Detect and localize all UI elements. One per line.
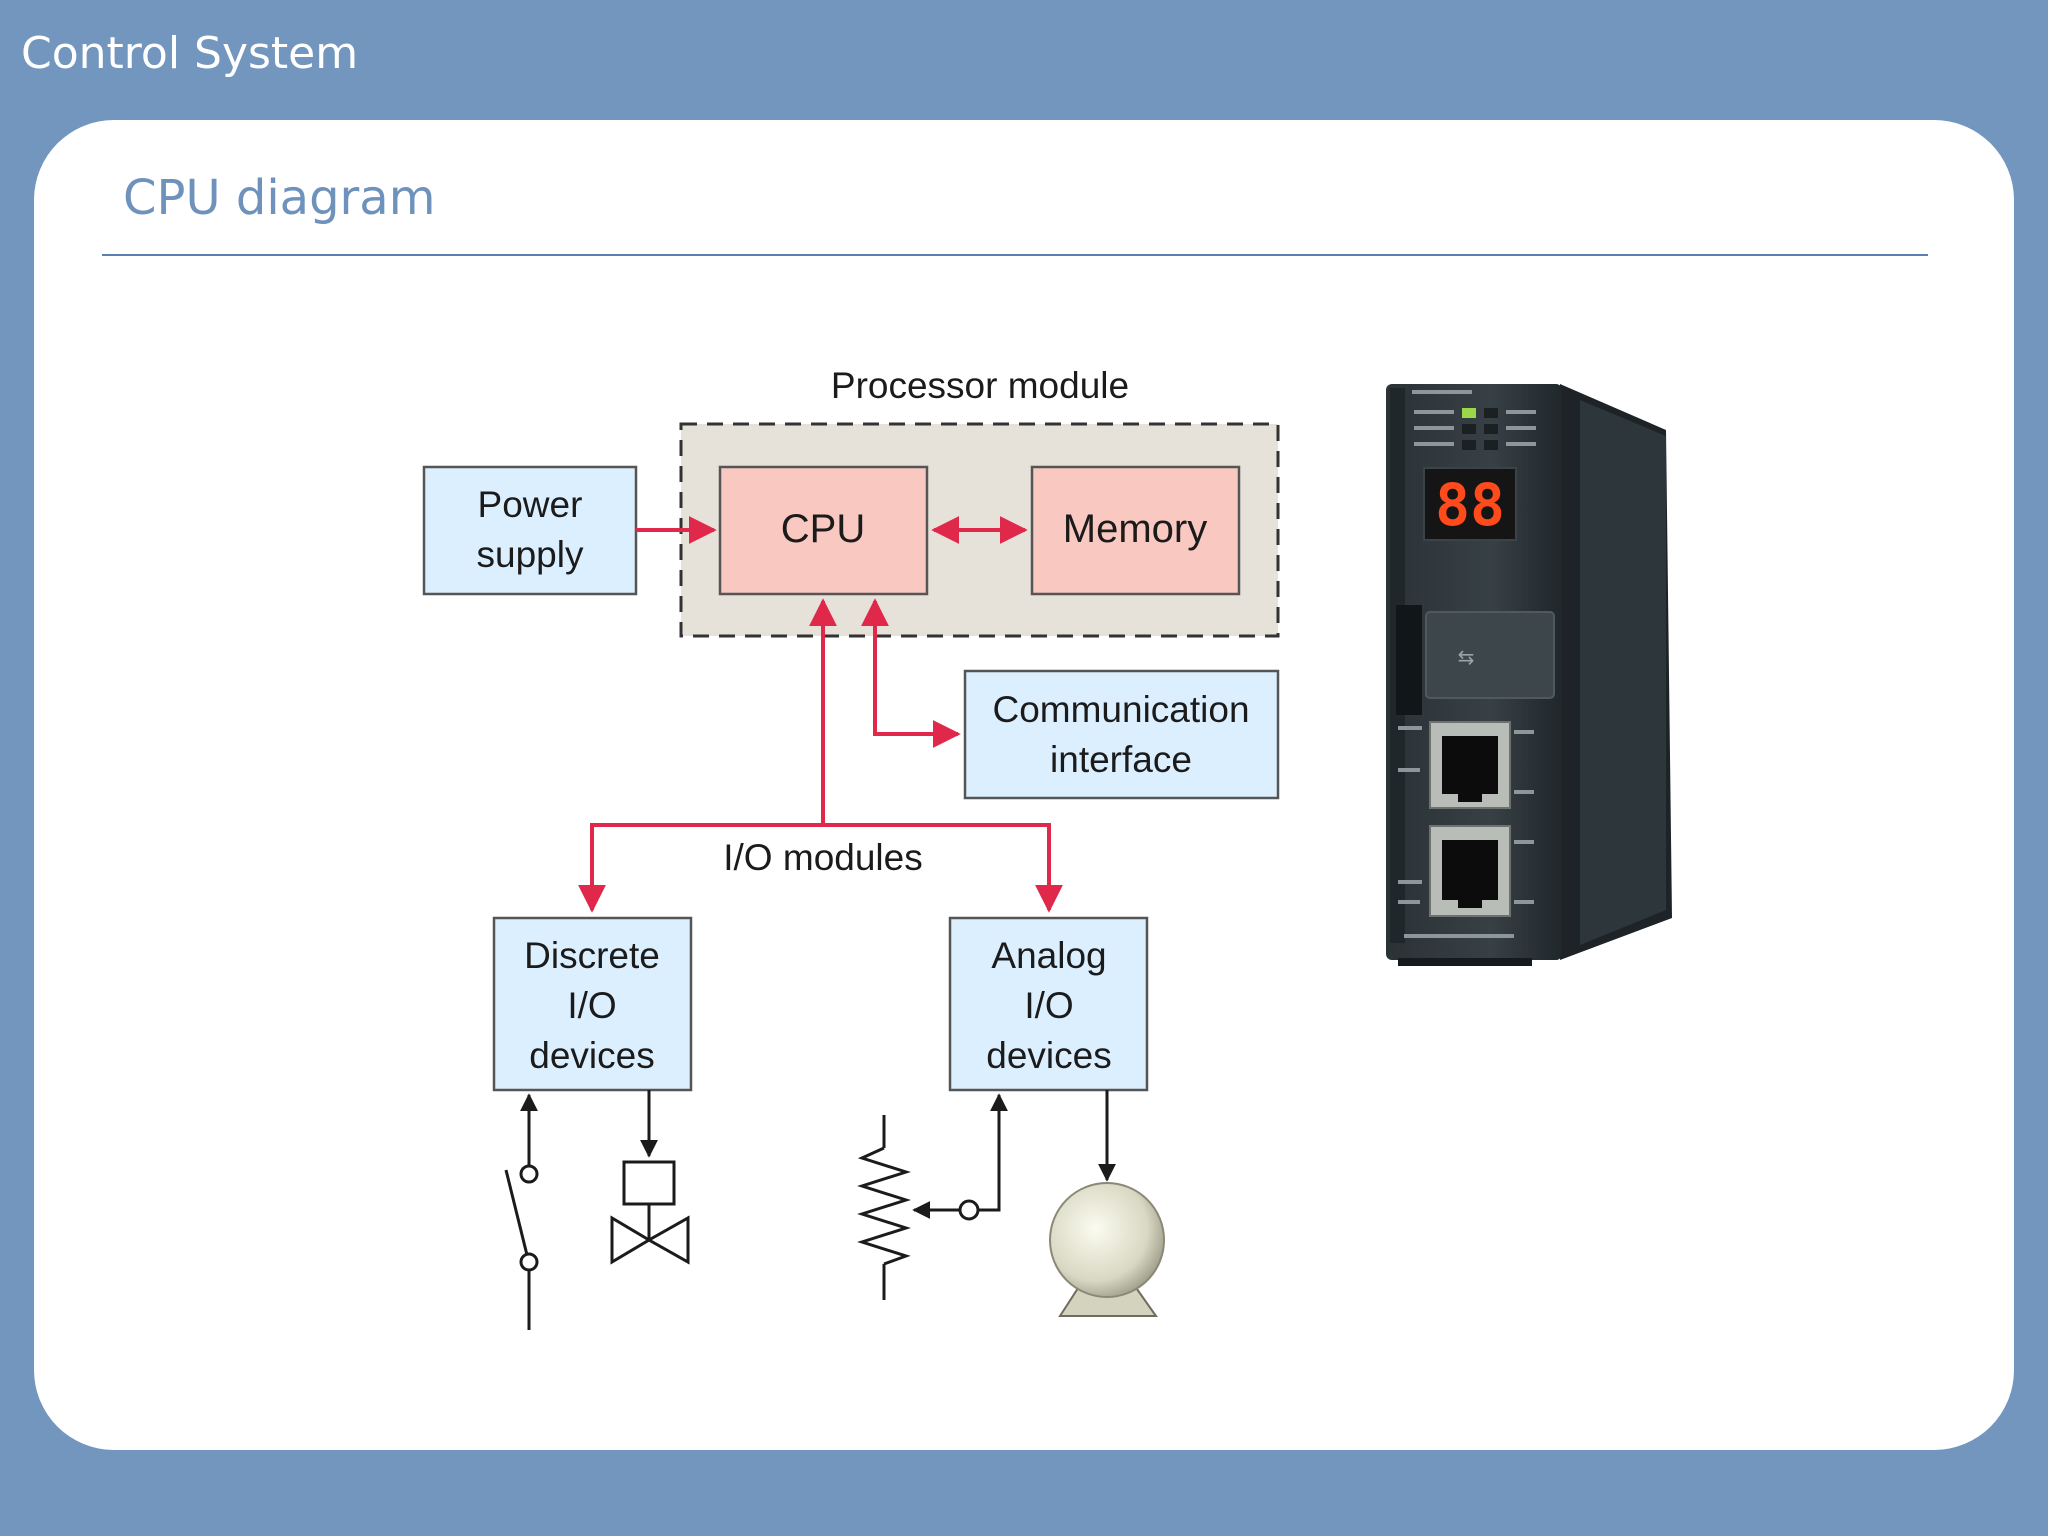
title-divider bbox=[102, 254, 1928, 256]
svg-text:⇆: ⇆ bbox=[1458, 647, 1475, 669]
potentiometer-icon bbox=[857, 1093, 1008, 1300]
display-readout: 88 bbox=[1435, 471, 1505, 539]
analog-io-label-1: Analog bbox=[991, 935, 1106, 976]
discrete-io-label-3: devices bbox=[529, 1035, 654, 1076]
arrow-bus-to-analog-io bbox=[823, 823, 1063, 913]
discrete-io-label-2: I/O bbox=[567, 985, 616, 1026]
discrete-io-label-1: Discrete bbox=[524, 935, 660, 976]
analog-io-label-2: I/O bbox=[1024, 985, 1073, 1026]
memory-box bbox=[1030, 465, 1241, 596]
io-modules-label: I/O modules bbox=[723, 837, 922, 878]
arrow-bus-to-discrete-io bbox=[578, 823, 823, 913]
switch-icon bbox=[504, 1093, 539, 1330]
communication-interface-label-1: Communication bbox=[992, 689, 1249, 730]
communication-interface-box bbox=[963, 669, 1280, 800]
analog-io-label-3: devices bbox=[986, 1035, 1111, 1076]
memory-label: Memory bbox=[1063, 507, 1207, 551]
communication-interface-label-2: interface bbox=[1050, 739, 1192, 780]
slide-title: CPU diagram bbox=[123, 170, 436, 226]
power-supply-box bbox=[422, 465, 638, 596]
plc-cpu-module-image: 88 ⇆ bbox=[1386, 384, 1672, 966]
solenoid-valve-icon bbox=[610, 1090, 690, 1265]
arrow-cpu-communication bbox=[861, 598, 961, 748]
processor-module-label: Processor module bbox=[831, 365, 1129, 406]
analog-io-box bbox=[948, 916, 1149, 1092]
cpu-label: CPU bbox=[781, 507, 865, 551]
cpu-box bbox=[718, 465, 929, 596]
power-supply-label-1: Power bbox=[478, 484, 583, 525]
seven-segment-display bbox=[1423, 467, 1517, 541]
motor-icon bbox=[1049, 1090, 1165, 1317]
power-supply-label-2: supply bbox=[477, 534, 584, 575]
slide-header-title: Control System bbox=[21, 28, 359, 79]
discrete-io-box bbox=[492, 916, 693, 1092]
